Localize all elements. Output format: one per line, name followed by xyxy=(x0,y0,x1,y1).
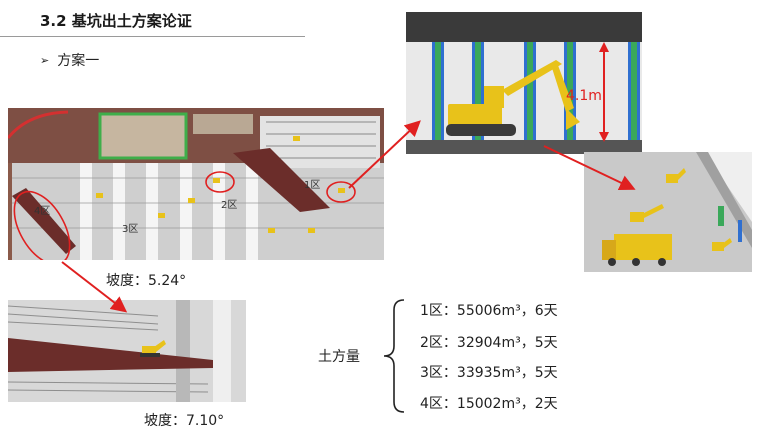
earthwork-item-3: 3区：33935m³，5天 xyxy=(420,365,558,381)
slope-caption-2: 坡度：7.10° xyxy=(144,413,225,429)
title-divider xyxy=(0,36,305,37)
site-plan-image: 1区 2区 3区 4区 xyxy=(8,108,384,260)
slope-caption-1: 坡度：5.24° xyxy=(106,273,187,289)
earthwork-item-2: 2区：32904m³，5天 xyxy=(420,335,558,351)
earthwork-item-1: 1区：55006m³，6天 xyxy=(420,303,558,319)
section-view-image: 4.1m xyxy=(406,12,642,154)
zone-label-2: 2区 xyxy=(221,199,237,211)
earthwork-item-4: 4区：15002m³，2天 xyxy=(420,396,558,412)
brace-icon xyxy=(383,299,405,413)
zone-label-3: 3区 xyxy=(122,223,138,235)
arrow-bullet-icon: ➢ xyxy=(40,53,50,67)
zone-label-4: 4区 xyxy=(34,205,50,217)
truck-loading-image xyxy=(584,152,752,272)
page-title: 3.2 基坑出土方案论证 xyxy=(40,12,192,30)
height-label: 4.1m xyxy=(566,88,602,104)
earthwork-label: 土方量 xyxy=(318,349,360,365)
ramp-slope-image xyxy=(8,300,246,402)
zone-label-1: 1区 xyxy=(304,179,320,191)
bullet-text: 方案一 xyxy=(57,53,100,69)
bullet-item: ➢ 方案一 xyxy=(40,50,99,70)
